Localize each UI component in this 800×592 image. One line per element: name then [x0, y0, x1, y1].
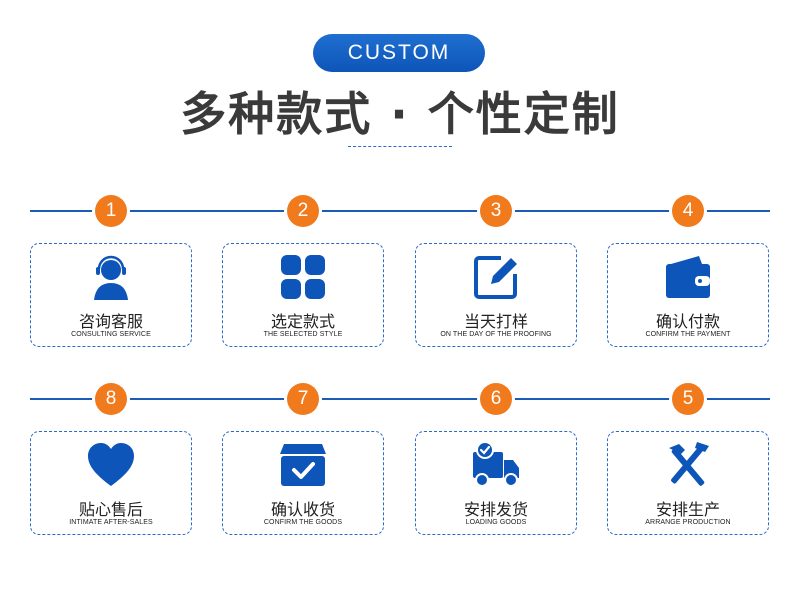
step-card-after-sales: 贴心售后 INTIMATE AFTER-SALES	[30, 431, 192, 535]
custom-badge: CUSTOM	[313, 34, 485, 72]
step-6-number: 6	[480, 383, 512, 415]
step-label-en: CONSULTING SERVICE	[71, 331, 151, 338]
step-label-cn: 安排发货	[463, 500, 528, 519]
step-label-en: INTIMATE AFTER-SALES	[69, 519, 153, 526]
grid-icon	[278, 252, 328, 302]
step-label-cn: 确认收货	[270, 500, 335, 519]
step-card-payment: 确认付款 CONFIRM THE PAYMENT	[607, 243, 769, 347]
step-5-number: 5	[672, 383, 704, 415]
truck-icon	[471, 440, 521, 490]
tools-icon	[663, 440, 713, 490]
row-2-line	[30, 398, 770, 400]
page-title: 多种款式 · 个性定制	[180, 87, 620, 141]
step-label-cn: 贴心售后	[78, 500, 143, 519]
edit-icon	[471, 252, 521, 302]
step-label-en: ON THE DAY OF THE PROOFING	[440, 331, 552, 338]
step-card-style: 选定款式 THE SELECTED STYLE	[222, 243, 384, 347]
step-label-cn: 确认付款	[655, 312, 720, 331]
step-card-consulting: 咨询客服 CONSULTING SERVICE	[30, 243, 192, 347]
step-card-proofing: 当天打样 ON THE DAY OF THE PROOFING	[415, 243, 577, 347]
step-7-number: 7	[287, 383, 319, 415]
step-label-cn: 当天打样	[463, 312, 528, 331]
step-label-en: ARRANGE PRODUCTION	[645, 519, 731, 526]
step-card-production: 安排生产 ARRANGE PRODUCTION	[607, 431, 769, 535]
package-check-icon	[278, 440, 328, 490]
step-3-number: 3	[480, 195, 512, 227]
step-label-en: LOADING GOODS	[465, 519, 527, 526]
step-label-cn: 选定款式	[270, 312, 335, 331]
step-card-shipping: 安排发货 LOADING GOODS	[415, 431, 577, 535]
wallet-icon	[663, 252, 713, 302]
step-label-cn: 咨询客服	[78, 312, 143, 331]
title-divider	[348, 146, 452, 147]
step-2-number: 2	[287, 195, 319, 227]
step-1-number: 1	[95, 195, 127, 227]
step-label-cn: 安排生产	[655, 500, 720, 519]
step-label-en: CONFIRM THE GOODS	[263, 519, 343, 526]
step-label-en: THE SELECTED STYLE	[263, 331, 343, 338]
row-1-line	[30, 210, 770, 212]
heart-icon	[86, 440, 136, 490]
step-card-receipt: 确认收货 CONFIRM THE GOODS	[222, 431, 384, 535]
step-4-number: 4	[672, 195, 704, 227]
customer-service-icon	[86, 252, 136, 302]
step-label-en: CONFIRM THE PAYMENT	[645, 331, 731, 338]
step-8-number: 8	[95, 383, 127, 415]
